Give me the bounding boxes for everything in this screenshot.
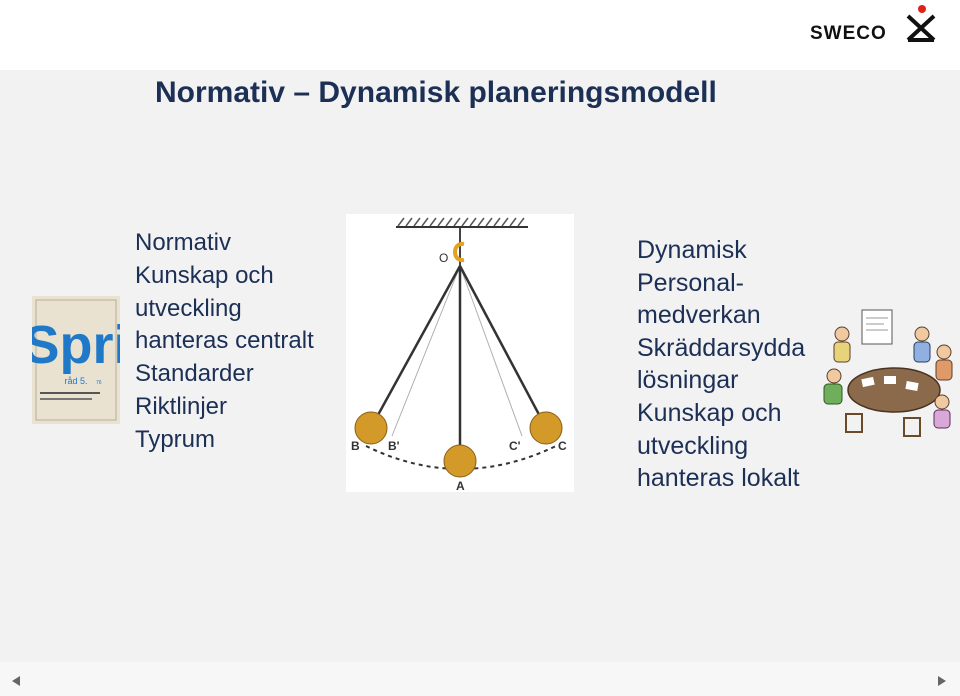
meeting-illustration xyxy=(823,309,953,437)
label-a: A xyxy=(456,479,465,492)
normative-line: Typrum xyxy=(135,425,216,453)
sweco-logo-icon xyxy=(906,5,936,42)
dynamic-line: hanteras lokalt xyxy=(637,464,800,493)
dynamic-line: Skräddarsydda xyxy=(637,333,806,362)
normative-line: Kunskap och xyxy=(135,261,274,289)
dynamic-line: Dynamisk xyxy=(637,236,747,264)
bob-right xyxy=(529,411,563,445)
logo-text: SWECO xyxy=(810,23,887,44)
normative-line: hanteras centralt xyxy=(135,327,314,355)
dynamic-line: medverkan xyxy=(637,301,761,330)
spri-brand: Spri xyxy=(32,315,120,375)
dynamic-list: Dynamisk Personal- medverkan Skräddarsyd… xyxy=(637,234,805,495)
label-c: C xyxy=(558,439,567,453)
bob-left xyxy=(354,411,388,445)
label-o: O xyxy=(439,251,448,265)
normative-list: Normativ Kunskap och utveckling hanteras… xyxy=(135,227,314,457)
spri-subtitle-small: 76 xyxy=(96,380,102,386)
sweco-logo: SWECO xyxy=(808,4,940,44)
normative-line: Riktlinjer xyxy=(135,392,228,420)
ghost-strings xyxy=(391,265,523,437)
pendulum-strings xyxy=(371,265,546,457)
ceiling-hatch xyxy=(397,217,525,227)
dynamic-line: Personal- xyxy=(637,268,744,297)
label-c-prime: C' xyxy=(509,439,521,453)
label-b-prime: B' xyxy=(388,439,400,453)
spri-subtitle: råd 5. xyxy=(64,376,87,386)
dynamic-line: Kunskap och xyxy=(637,398,782,427)
spri-cover-image: Spri råd 5. 76 xyxy=(32,296,120,424)
normative-line: utveckling xyxy=(135,294,242,322)
normative-line: Standarder xyxy=(135,360,254,388)
pendulum-diagram: O B B' A C' C xyxy=(346,214,574,492)
triangle-left-icon[interactable] xyxy=(12,676,20,686)
dynamic-line: lösningar xyxy=(637,366,739,395)
dynamic-line: utveckling xyxy=(637,431,749,460)
triangle-right-icon[interactable] xyxy=(938,676,946,686)
header-bar: SWECO xyxy=(0,0,960,70)
label-b: B xyxy=(351,439,360,453)
slide-title: Normativ – Dynamisk planeringsmodell xyxy=(155,76,717,109)
bob-bottom xyxy=(443,444,477,478)
pivot-hook xyxy=(453,241,465,263)
footer-bar xyxy=(0,662,960,696)
normative-line: Normativ xyxy=(135,229,232,256)
